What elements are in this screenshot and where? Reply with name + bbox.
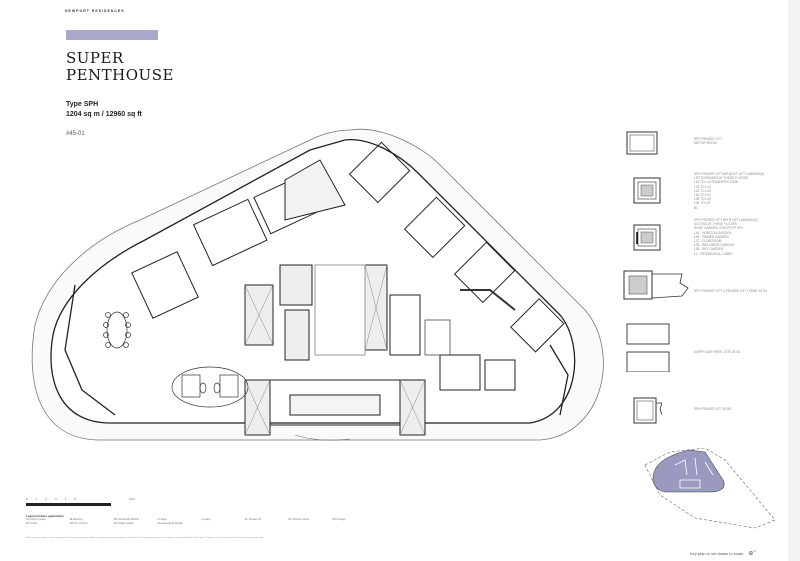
abbreviation-legend-title: Legend (where applicable) (26, 514, 64, 518)
page-edge (788, 0, 800, 561)
legend-text-4: SPH PRIVATE LIFT & PRIVATE LIFT LOBBY AT… (694, 289, 768, 293)
key-plan (644, 447, 776, 529)
unit-area: 1204 sq m / 12960 sq ft (66, 111, 142, 118)
private-lift-b2-icon (633, 397, 662, 424)
scale-bar: 0 1 2 3 4 5 10m (26, 497, 135, 506)
north-arrow-icon: ⊕N (748, 549, 756, 557)
title-line-2: PENTHOUSE (66, 66, 174, 84)
scale-line (26, 503, 111, 506)
key-plan-note: Key plan is not drawn to scale. ⊕N (690, 549, 756, 557)
legend-text-5: SUPER CAR PARK LOTS AT B1 (694, 350, 741, 354)
floor-plan (31, 128, 604, 441)
legend-text-1: SPH PRIVATE LIFT MOTOR ROOM (694, 137, 723, 146)
accent-bar (66, 30, 158, 40)
legend-text-3: SPH PRIVATE LIFT WITH LIFT LANDING(S) AC… (694, 218, 758, 256)
lift-lobby-icon (623, 270, 689, 300)
unit-number: #45-01 (66, 131, 85, 137)
unit-type: Type SPH (66, 101, 99, 108)
lift-with-landing-icon (633, 224, 661, 251)
scale-unit: 10m (129, 497, 135, 501)
page-title: SUPER PENTHOUSE (66, 50, 174, 84)
lift-motor-room-icon (626, 131, 658, 155)
unit-type-block: Type SPH 1204 sq m / 12960 sq ft (66, 100, 142, 120)
legend-text-6: SPH PRIVATE LIFT AT B2 (694, 407, 732, 411)
legend-text-2: SPH PRIVATE LIFT WITHOUT LIFT LANDING(S)… (694, 172, 765, 210)
brand-name: NEWPORT RESIDENCES (65, 9, 125, 13)
car-park-lot-icon (626, 323, 670, 372)
abbreviation-legend: AC Aircon Ledge BL Balcony DB Household … (26, 518, 346, 525)
title-line-1: SUPER (66, 49, 124, 67)
disclaimer-text: Floor plans are subject to final approva… (26, 537, 264, 539)
scale-ticks: 0 1 2 3 4 5 (26, 497, 77, 501)
lift-without-landing-icon (633, 177, 661, 204)
